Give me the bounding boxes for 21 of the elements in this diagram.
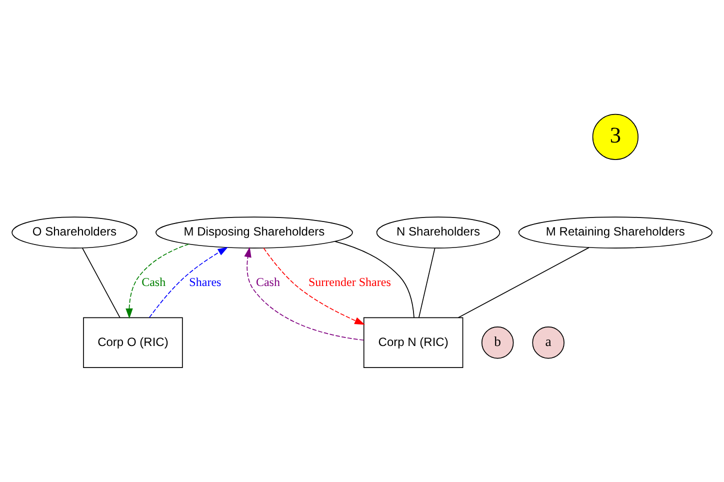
node-box: Corp N (RIC) [363, 317, 464, 368]
node-box: Corp O (RIC) [83, 317, 183, 368]
node-ellipse: M Disposing Shareholders [156, 216, 353, 248]
arrow [244, 246, 364, 341]
edge-label: Cash [142, 275, 166, 290]
node-ellipse: M Retaining Shareholders [518, 216, 712, 248]
node-circle: b [481, 326, 514, 359]
node-ellipse: O Shareholders [12, 216, 138, 248]
connector [82, 248, 120, 318]
arrow [149, 246, 228, 318]
node-circle: 3 [592, 114, 638, 160]
connector [418, 248, 436, 318]
node-circle: a [532, 326, 564, 359]
node-ellipse: N Shareholders [376, 216, 500, 248]
edge-label: Cash [256, 275, 280, 290]
edge-label: Shares [189, 275, 222, 290]
connector [458, 247, 590, 318]
edge-label: Surrender Shares [308, 275, 391, 290]
arrow [126, 244, 190, 319]
arrow [263, 248, 365, 325]
connector [334, 241, 414, 318]
